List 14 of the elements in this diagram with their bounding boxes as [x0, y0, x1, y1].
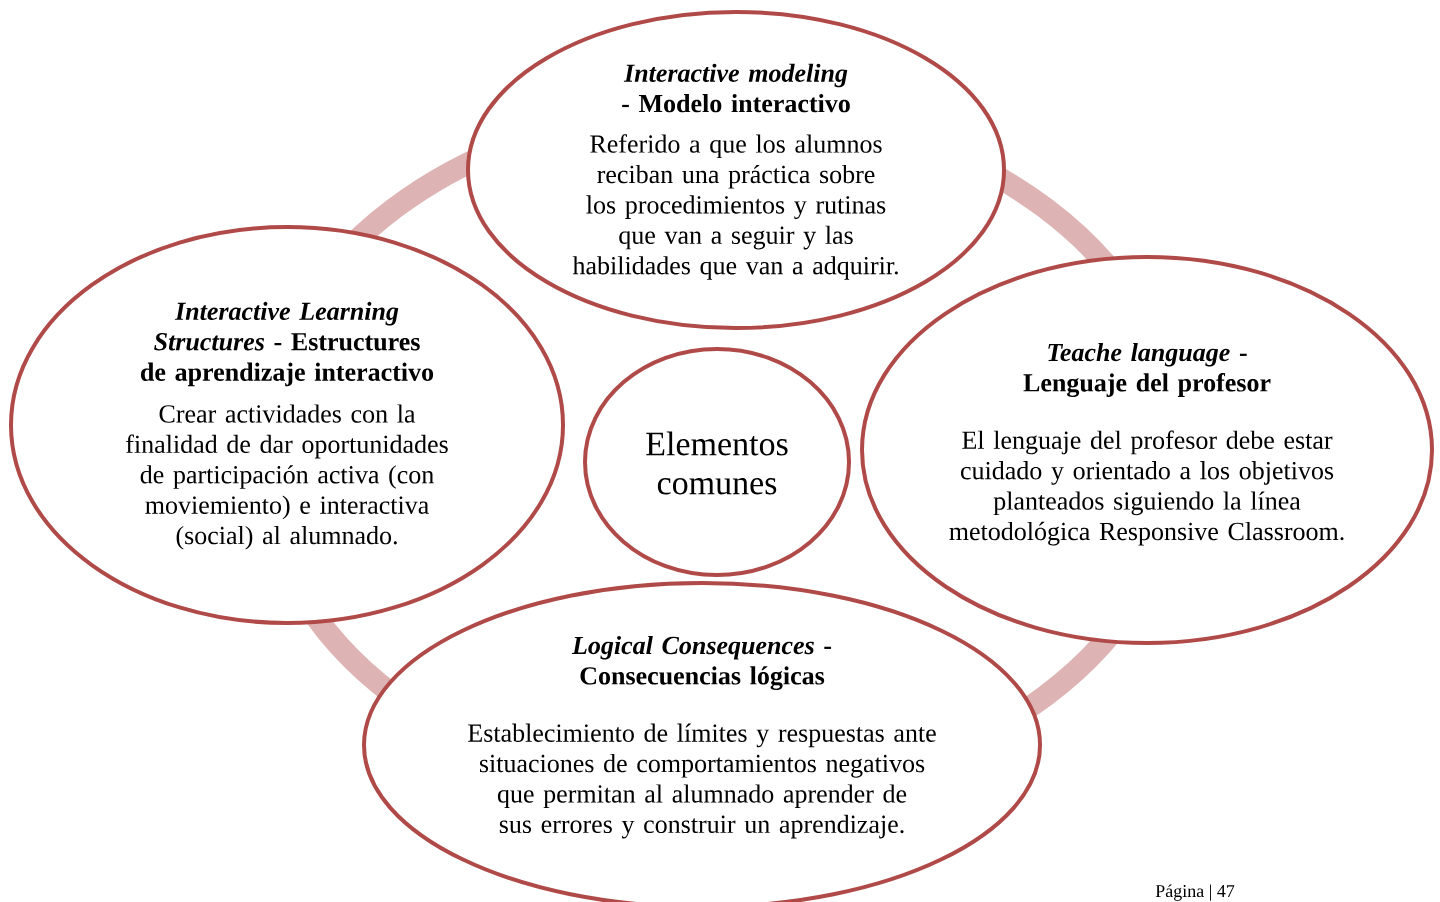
- ellipse-node: [583, 347, 851, 577]
- heading: Teache language - Lenguaje del profesor: [1023, 342, 1271, 398]
- description: El lenguaje del profesor debe estar cuidado y orientado a los objetivos planteados siguiendo la línea metodológica Responsive Classroom.: [949, 430, 1344, 546]
- description: Referido a que los alumnos reciban una práctica sobre los procedimientos y rutinas que van a seguir y las habilidades que van a adquirir.: [572, 134, 898, 280]
- ellipse-node: [466, 10, 1006, 330]
- heading: Interactive modeling - Modelo interactivo: [622, 63, 850, 113]
- description: Crear actividades con la finalidad de dar oportunidades de participación activa (con moviemiento) e interactiva (social) al alumnado.: [126, 404, 448, 550]
- page-number: Página | 47: [1155, 884, 1235, 901]
- heading: Interactive Learning Structures - Estructures de aprendizaje interactivo: [141, 301, 434, 387]
- ellipse-node: [9, 225, 565, 625]
- node-text: Elementos comunes: [646, 431, 788, 495]
- ellipse-node: [362, 581, 1042, 902]
- description: Establecimiento de límites y respuestas ante situaciones de comportamientos negativos que permitan al alumnado aprender de sus errores y construir un aprendizaje.: [468, 723, 936, 839]
- heading: Logical Consequences - Consecuencias lógicas: [571, 635, 832, 691]
